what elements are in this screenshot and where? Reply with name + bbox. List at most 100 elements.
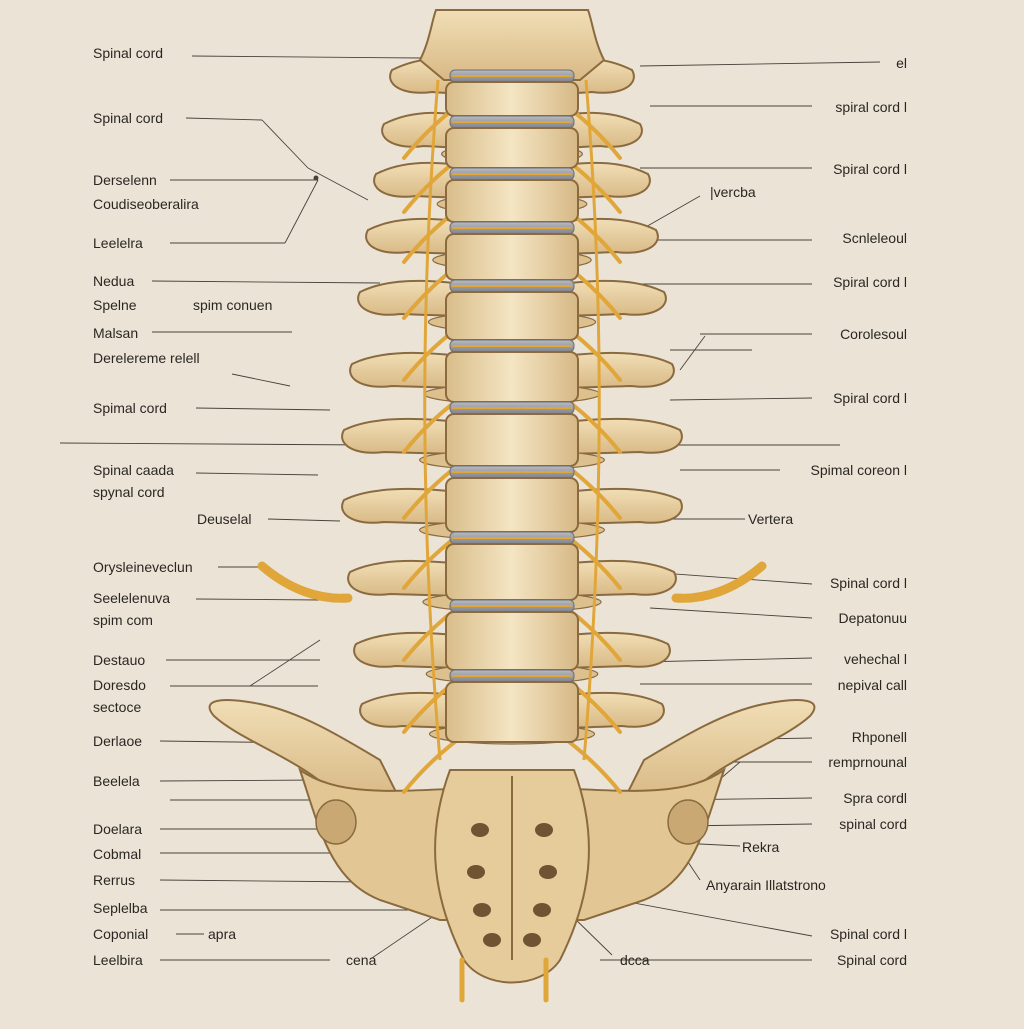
label-right-6: Spiral cord l (833, 274, 907, 290)
label-right-20: Anyarain Illatstrono (706, 877, 826, 893)
leader-lines (59, 55, 881, 961)
label-left-22: Beelela (93, 773, 140, 789)
label-left-19: Doresdo (93, 677, 146, 693)
leader-line (307, 167, 369, 201)
label-left-17: spim com (93, 612, 153, 628)
sacral-foramen (483, 933, 501, 947)
label-left-12: Spinal caada (93, 462, 174, 478)
leader-line (639, 657, 813, 663)
label-right-16: remprnounal (828, 754, 907, 770)
label-left-26: Seplelba (93, 900, 148, 916)
vertebral-body (445, 127, 579, 169)
label-right-7: Corolesoul (840, 326, 907, 342)
leader-line (195, 472, 319, 476)
label-right-1: el (896, 55, 907, 71)
sacral-foramen (535, 823, 553, 837)
sacral-foramen (473, 903, 491, 917)
nerve-trunk-left (423, 79, 442, 761)
label-left-4: Coudiseoberalira (93, 196, 199, 212)
sacral-foramen (539, 865, 557, 879)
sacral-foramen (467, 865, 485, 879)
leader-line (59, 442, 371, 446)
label-left-2: Spinal cord (93, 110, 164, 126)
label-left-24: Cobmal (93, 846, 142, 862)
leader-line (151, 280, 381, 284)
leader-line (191, 55, 421, 59)
label-right-23: Spinal cord (836, 952, 907, 968)
vertebral-body (445, 233, 579, 281)
sacral-foramen (471, 823, 489, 837)
right-rib (671, 561, 767, 603)
vertebral-body (445, 681, 579, 743)
label-right-5: Scnleleoul (842, 230, 907, 246)
label-left-7: Spelne (93, 297, 137, 313)
leader-line (195, 407, 331, 411)
vertebral-body (445, 291, 579, 341)
label-left-11: Spimal cord (93, 400, 167, 416)
label-left-1: Spinal cord (93, 45, 164, 61)
label-left-16: Seelelenuva (93, 590, 171, 606)
label-left-9: Malsan (93, 325, 139, 341)
label-left-23: Doelara (93, 821, 143, 837)
vertebral-body (445, 81, 579, 117)
label-left-15: Orysleineveclun (93, 559, 193, 575)
label-right-21: Spinal cord l (829, 926, 907, 942)
leader-line (249, 639, 321, 687)
label-right-15: Rhponell (851, 729, 907, 745)
sacrum (434, 769, 590, 1003)
leader-line (267, 518, 341, 522)
label-left-5: Leelelra (93, 235, 143, 251)
leader-line (159, 779, 319, 782)
label-right-8: Spiral cord l (833, 390, 907, 406)
left-ilium (208, 699, 402, 802)
label-left-28: apra (208, 926, 237, 942)
label-left-18: Destauo (93, 652, 146, 668)
left-rib (257, 561, 353, 603)
label-left-3: Derselenn (93, 172, 157, 188)
leader-line (284, 179, 319, 244)
label-right-18: spinal cord (839, 816, 907, 832)
label-right-9: Spimal coreon l (810, 462, 908, 478)
label-right-13: vehechal l (843, 651, 907, 667)
sacral-foramen (523, 933, 541, 947)
leader-line (185, 117, 263, 121)
right-ilium (622, 699, 816, 802)
label-left-25: Rerrus (93, 872, 136, 888)
label-left-30: cena (346, 952, 377, 968)
vertebral-body (445, 179, 579, 223)
label-right-11: Spinal cord l (829, 575, 907, 591)
leader-line (649, 607, 813, 619)
leader-line (639, 61, 881, 67)
label-left-29: Leelbira (93, 952, 143, 968)
leader-line (195, 598, 321, 601)
label-right-12: Depatonuu (838, 610, 907, 626)
vertebral-body (445, 543, 579, 601)
label-right-2: spiral cord l (835, 99, 907, 115)
label-left-27: Coponial (93, 926, 149, 942)
right-acetabulum (667, 799, 709, 845)
left-acetabulum (315, 799, 357, 845)
label-right-4: |vercba (710, 184, 756, 200)
label-left-6: Nedua (93, 273, 135, 289)
leader-line (669, 397, 813, 401)
label-left-21: Derlaoe (93, 733, 143, 749)
vertebral-column (418, 9, 606, 743)
label-left-8: spim conuen (193, 297, 273, 313)
label-right-14: nepival call (837, 677, 907, 693)
cervical-top (418, 9, 606, 81)
label-left-10: Derelereme relell (93, 350, 200, 366)
label-left-13: spynal cord (93, 484, 165, 500)
label-right-19: Rekra (742, 839, 780, 855)
label-left-20: sectoce (93, 699, 142, 715)
label-right-10: Vertera (748, 511, 794, 527)
label-left-14: Deuselal (197, 511, 252, 527)
label-right-3: Spiral cord l (833, 161, 907, 177)
vertebral-body (445, 477, 579, 533)
leader-line (261, 119, 309, 169)
label-right-17: Spra cordl (843, 790, 907, 806)
vertebral-body (445, 611, 579, 671)
leader-dot (313, 175, 319, 181)
leader-line (231, 373, 291, 387)
